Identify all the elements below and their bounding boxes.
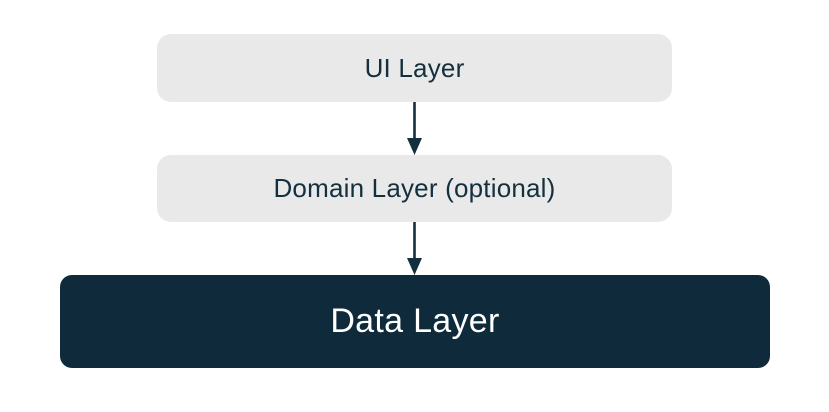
layer-box-ui: UI Layer (157, 34, 672, 102)
layer-label-domain: Domain Layer (optional) (273, 173, 556, 203)
arrow-down-icon (406, 102, 423, 155)
layer-label-ui: UI Layer (364, 52, 465, 83)
layer-label-data: Data Layer (330, 302, 500, 340)
layer-box-domain: Domain Layer (optional) (157, 155, 672, 222)
arrow-down-icon (406, 222, 423, 275)
layer-box-data: Data Layer (60, 275, 770, 368)
